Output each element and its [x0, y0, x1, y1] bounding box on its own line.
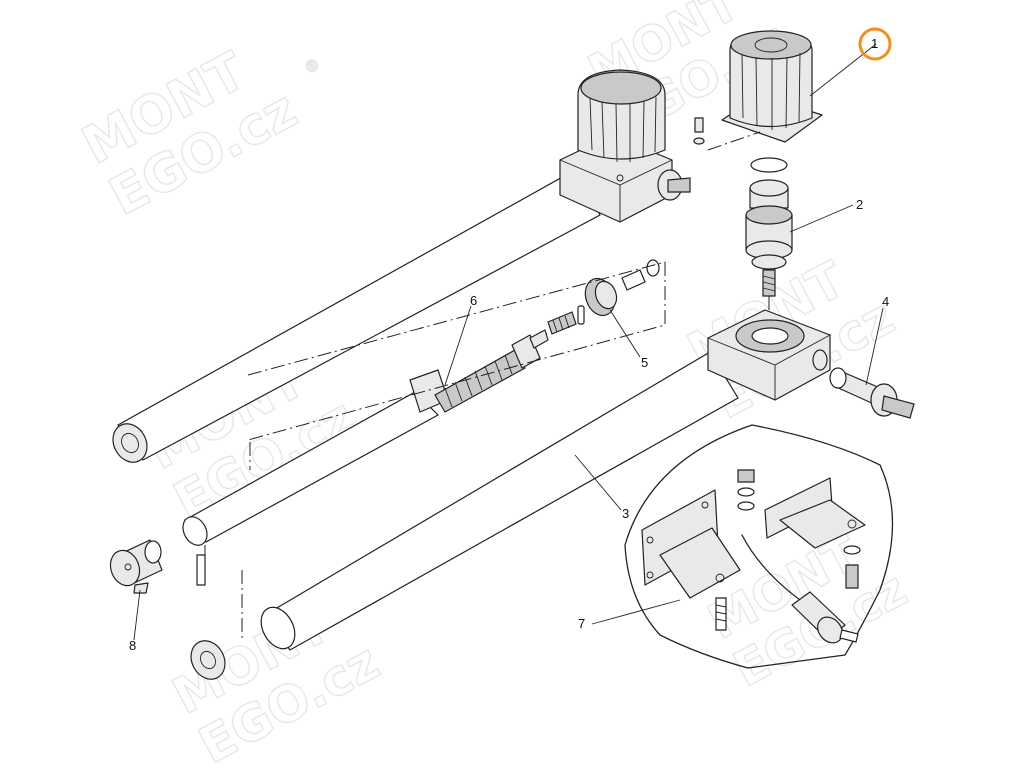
callout-6[interactable]: 6: [470, 293, 477, 308]
outer-tube-part-3: [190, 309, 831, 680]
callout-5[interactable]: 5: [641, 355, 648, 370]
callout-1[interactable]: 1: [871, 36, 878, 51]
callout-7[interactable]: 7: [578, 616, 585, 631]
leader-lines: [133, 43, 884, 641]
end-cap-part-8: [109, 539, 206, 594]
callout-1-highlight-ring: [858, 27, 892, 61]
worm-gear-assembly: [182, 259, 666, 555]
motor-cover-part-1: [693, 30, 823, 151]
bearing-coupling-part-2: [745, 157, 793, 315]
assembled-actuator: [112, 69, 691, 463]
callout-3[interactable]: 3: [622, 506, 629, 521]
callout-2[interactable]: 2: [856, 197, 863, 212]
mounting-brackets-part-7: [624, 424, 894, 669]
callout-4[interactable]: 4: [882, 294, 889, 309]
callout-8[interactable]: 8: [129, 638, 136, 653]
callout-labels: 1 2 3 4 5 6 7 8: [129, 27, 892, 653]
release-key-part-4: [829, 367, 915, 419]
watermark-registered: ®: [300, 54, 323, 78]
